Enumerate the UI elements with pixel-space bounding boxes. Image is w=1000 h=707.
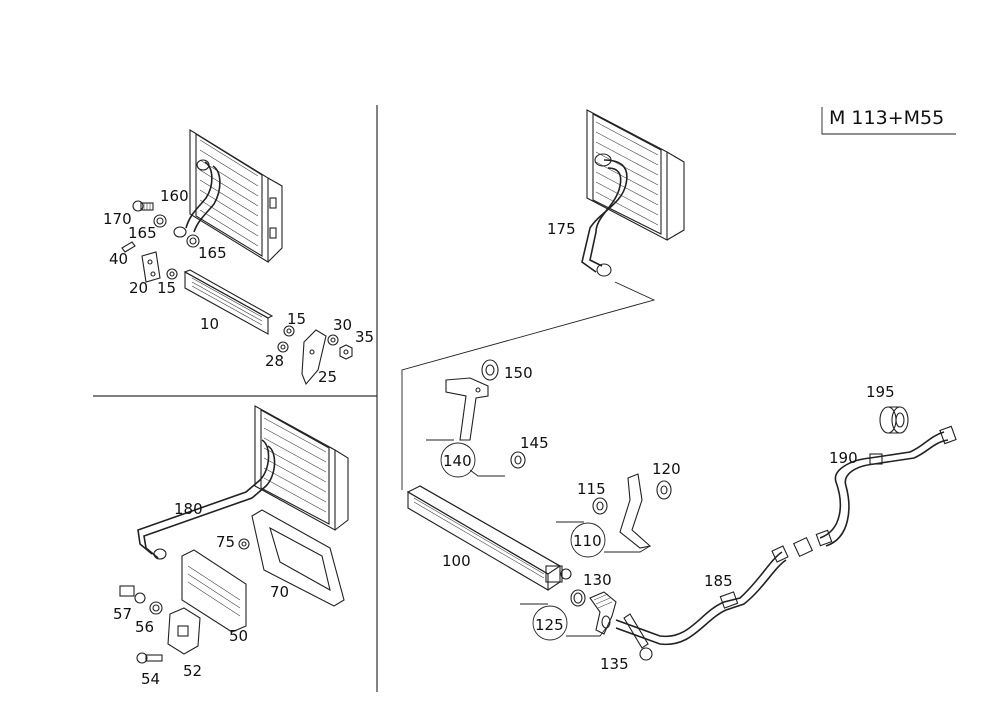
- module-50: [181, 549, 247, 633]
- model-title: M 113+M55: [829, 107, 944, 129]
- label-150: 150: [504, 364, 533, 382]
- radiator-right: [586, 109, 685, 241]
- pipe-180: [137, 439, 276, 560]
- label-15-b: 15: [287, 310, 306, 328]
- bracket-20: [141, 251, 161, 283]
- radiator-bottom-left: [254, 405, 349, 531]
- nut-35: [339, 344, 353, 360]
- label-140: 140: [443, 452, 472, 470]
- leader-175: [401, 281, 656, 490]
- housing-52: [167, 607, 201, 655]
- fitting-170: [132, 200, 154, 212]
- label-28: 28: [265, 352, 284, 370]
- label-180: 180: [174, 500, 203, 518]
- label-115: 115: [577, 480, 606, 498]
- pin-40: [121, 241, 136, 253]
- label-120: 120: [652, 460, 681, 478]
- bracket-25: [301, 329, 327, 386]
- label-15-a: 15: [157, 279, 176, 297]
- label-170: 170: [103, 210, 132, 228]
- label-185: 185: [704, 572, 733, 590]
- label-125: 125: [535, 616, 564, 634]
- hose-190: [815, 425, 957, 547]
- callout-125: [520, 603, 607, 641]
- shroud-70: [251, 509, 345, 607]
- label-35: 35: [355, 328, 374, 346]
- label-110: 110: [573, 532, 602, 550]
- oil-cooler-100: [406, 485, 572, 591]
- fitting-15-a: [166, 268, 178, 280]
- bolt-135: [623, 613, 653, 661]
- callout-140: [426, 439, 505, 478]
- label-10: 10: [200, 315, 219, 333]
- connector-57: [119, 585, 146, 604]
- hose-185: [615, 536, 814, 646]
- label-165-b: 165: [198, 244, 227, 262]
- fitting-15-b: [283, 325, 295, 337]
- label-195: 195: [866, 383, 895, 401]
- label-57: 57: [113, 605, 132, 623]
- ring-165-b: [186, 234, 200, 248]
- callout-110: [556, 521, 651, 558]
- label-20: 20: [129, 279, 148, 297]
- label-135: 135: [600, 655, 629, 673]
- label-70: 70: [270, 583, 289, 601]
- label-160: 160: [160, 187, 189, 205]
- hose-160: [173, 159, 221, 238]
- nut-120: [656, 480, 672, 500]
- grommet-150: [481, 359, 499, 381]
- grommet-145: [510, 451, 526, 469]
- grommet-115: [592, 497, 608, 515]
- oring-130: [570, 589, 586, 607]
- hose-175: [581, 153, 628, 277]
- label-30: 30: [333, 316, 352, 334]
- label-175: 175: [547, 220, 576, 238]
- grommet-75: [238, 538, 250, 550]
- clamp-195: [879, 406, 909, 434]
- bolt-54: [136, 652, 163, 664]
- model-title-box: M 113+M55: [821, 107, 956, 135]
- fitting-125: [589, 591, 617, 635]
- oil-cooler-10: [183, 269, 274, 335]
- label-190: 190: [829, 449, 858, 467]
- label-165-a: 165: [128, 224, 157, 242]
- bracket-140: [445, 377, 489, 441]
- label-40: 40: [109, 250, 128, 268]
- radiator-top-left: [189, 129, 283, 263]
- label-25: 25: [318, 368, 337, 386]
- washer-28: [277, 341, 289, 353]
- label-100: 100: [442, 552, 471, 570]
- label-75: 75: [216, 533, 235, 551]
- label-130: 130: [583, 571, 612, 589]
- bracket-110: [619, 473, 652, 549]
- washer-30: [327, 334, 339, 346]
- label-145: 145: [520, 434, 549, 452]
- label-52: 52: [183, 662, 202, 680]
- ring-165-a: [153, 214, 167, 228]
- label-50: 50: [229, 627, 248, 645]
- label-54: 54: [141, 670, 160, 688]
- ring-56: [149, 601, 163, 615]
- label-56: 56: [135, 618, 154, 636]
